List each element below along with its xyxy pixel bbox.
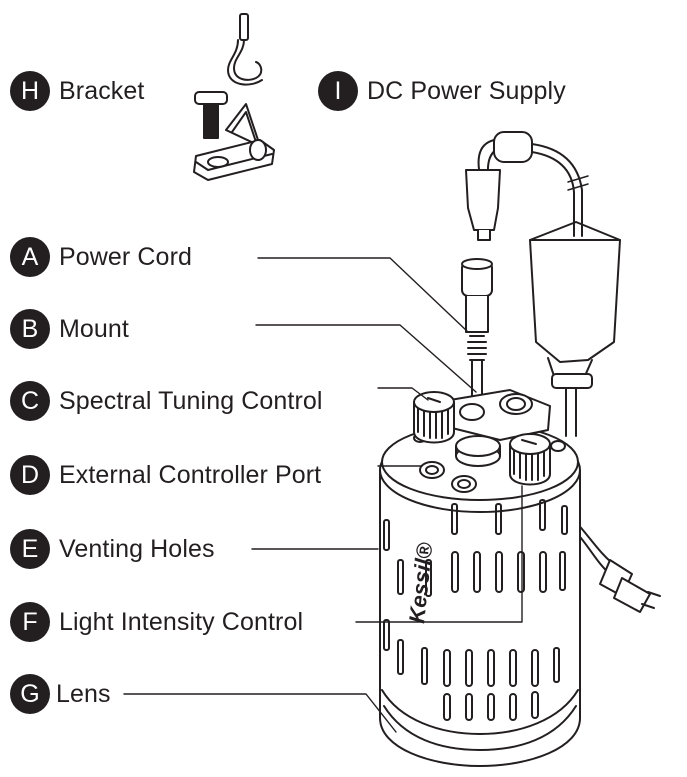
label-text-spectral-tuning-control: Spectral Tuning Control	[59, 386, 323, 415]
label-power-cord: A Power Cord	[10, 237, 192, 277]
bracket-clamp	[193, 103, 275, 181]
spectral-knob	[413, 391, 455, 444]
label-text-external-controller-port: External Controller Port	[59, 460, 322, 489]
leader-lines	[123, 257, 523, 733]
intensity-knob	[509, 433, 551, 486]
label-venting-holes: E Venting Holes	[10, 529, 215, 569]
label-text-light-intensity-control: Light Intensity Control	[59, 607, 304, 636]
label-external-controller-port: D External Controller Port	[10, 455, 321, 495]
label-mount: B Mount	[10, 309, 129, 349]
badge-f: F	[10, 602, 50, 642]
label-text-venting-holes: Venting Holes	[59, 534, 215, 563]
badge-i: I	[318, 71, 358, 111]
label-text-mount: Mount	[59, 314, 129, 343]
label-text-lens: Lens	[56, 679, 111, 708]
label-spectral-tuning-control: C Spectral Tuning Control	[10, 381, 323, 421]
badge-c: C	[10, 381, 50, 421]
venting-holes	[383, 499, 568, 721]
label-text-bracket: Bracket	[59, 76, 145, 105]
label-light-intensity-control: F Light Intensity Control	[10, 602, 303, 642]
light-body	[379, 389, 581, 767]
label-lens: G Lens	[10, 674, 111, 714]
badge-g: G	[10, 674, 50, 714]
badge-e: E	[10, 529, 50, 569]
dc-power-supply	[465, 131, 661, 613]
label-dc-power-supply: I DC Power Supply	[318, 71, 566, 111]
bracket-screw	[194, 91, 228, 139]
badge-h: H	[10, 71, 50, 111]
power-cord-connector	[461, 258, 493, 361]
label-text-power-cord: Power Cord	[59, 242, 192, 271]
badge-a: A	[10, 237, 50, 277]
label-text-dc-power-supply: DC Power Supply	[367, 76, 566, 105]
badge-b: B	[10, 309, 50, 349]
badge-d: D	[10, 455, 50, 495]
bracket-hook	[227, 13, 263, 86]
label-bracket: H Bracket	[10, 71, 144, 111]
